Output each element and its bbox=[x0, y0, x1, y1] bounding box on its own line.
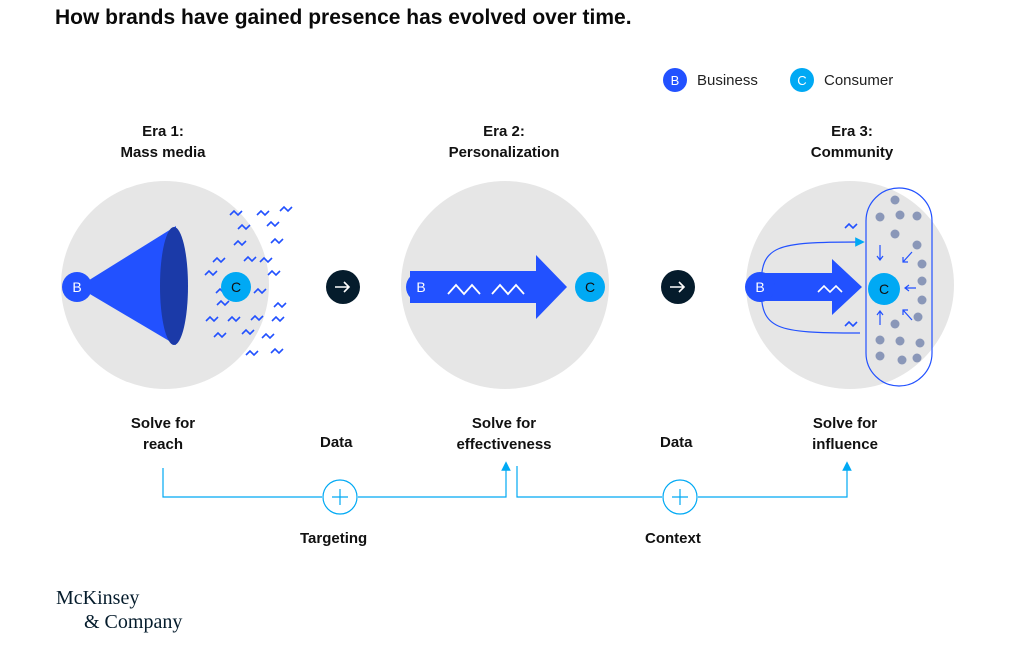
era-1-solve-line1: Solve for bbox=[130, 415, 196, 432]
data-label-2: Data bbox=[660, 434, 693, 451]
broadcast-waves bbox=[204, 205, 293, 357]
era-1-consumer-letter: C bbox=[231, 279, 241, 295]
era-3-business-node: B bbox=[745, 272, 775, 302]
diagram-title: How brands have gained presence has evol… bbox=[55, 6, 632, 29]
era-2-business-letter: B bbox=[416, 279, 425, 295]
logo-line-1: McKinsey bbox=[56, 587, 140, 609]
era-1-name: Mass media bbox=[120, 144, 206, 161]
wave-top-icon bbox=[844, 222, 858, 230]
mckinsey-logo: McKinsey & Company bbox=[56, 586, 182, 634]
context-label: Context bbox=[645, 530, 701, 547]
era-3-solve-line1: Solve for bbox=[812, 415, 878, 432]
era-1-business-node: B bbox=[62, 272, 92, 302]
community-wave-icon bbox=[817, 284, 843, 294]
targeting-line-left bbox=[162, 468, 322, 498]
legend-business-label: Business bbox=[697, 71, 758, 89]
era-3-solve-line2: influence bbox=[812, 436, 878, 453]
personalization-arrow bbox=[410, 255, 567, 319]
community-capsule bbox=[865, 187, 933, 387]
legend-consumer-label: Consumer bbox=[824, 71, 894, 89]
era-2-solve-line2: effectiveness bbox=[456, 436, 552, 453]
targeting-plus-icon bbox=[322, 479, 358, 515]
influence-arrows bbox=[876, 245, 916, 325]
targeting-line-right bbox=[358, 461, 511, 498]
legend-consumer-dot: C bbox=[790, 68, 814, 92]
era-1-heading: Era 1: Mass media bbox=[63, 121, 263, 163]
era-1-solve-line2: reach bbox=[142, 436, 184, 453]
community-members bbox=[875, 195, 927, 365]
context-plus-icon bbox=[662, 479, 698, 515]
legend-business-dot: B bbox=[663, 68, 687, 92]
era-1-number: Era 1: bbox=[142, 123, 184, 140]
era-3-business-letter: B bbox=[755, 279, 764, 295]
era-2-name: Personalization bbox=[448, 144, 560, 161]
era-2-consumer-node: C bbox=[575, 272, 605, 302]
era-3-name: Community bbox=[810, 144, 894, 161]
era-2-business-node: B bbox=[406, 272, 436, 302]
data-label-1: Data bbox=[320, 434, 353, 451]
era-2-heading: Era 2: Personalization bbox=[404, 121, 604, 163]
era-2-number: Era 2: bbox=[483, 123, 525, 140]
era-1-consumer-node: C bbox=[221, 272, 251, 302]
era-1-business-letter: B bbox=[72, 279, 81, 295]
targeting-label: Targeting bbox=[300, 530, 368, 547]
legend-business: B Business bbox=[663, 68, 758, 92]
legend-consumer: C Consumer bbox=[790, 68, 893, 92]
era-2-consumer-letter: C bbox=[585, 279, 595, 295]
wave-bottom-icon bbox=[844, 320, 858, 328]
era-3-consumer-node: C bbox=[868, 273, 900, 305]
signal-wave-icon bbox=[447, 283, 525, 296]
era-3-solve: Solve for influence bbox=[745, 413, 945, 455]
community-arrow bbox=[762, 259, 862, 315]
logo-line-2: & Company bbox=[84, 611, 183, 633]
transition-arrow-1 bbox=[326, 270, 360, 304]
era-2-solve: Solve for effectiveness bbox=[404, 413, 604, 455]
era-1-solve: Solve for reach bbox=[63, 413, 263, 455]
era-2-solve-line1: Solve for bbox=[471, 415, 537, 432]
era-3-consumer-letter: C bbox=[879, 281, 889, 297]
context-line-left bbox=[516, 466, 662, 498]
megaphone-cone bbox=[78, 226, 176, 345]
era-3-number: Era 3: bbox=[831, 123, 873, 140]
megaphone-mouth bbox=[160, 227, 188, 345]
transition-arrow-2 bbox=[661, 270, 695, 304]
era-3-heading: Era 3: Community bbox=[752, 121, 952, 163]
context-line-right bbox=[698, 461, 852, 498]
